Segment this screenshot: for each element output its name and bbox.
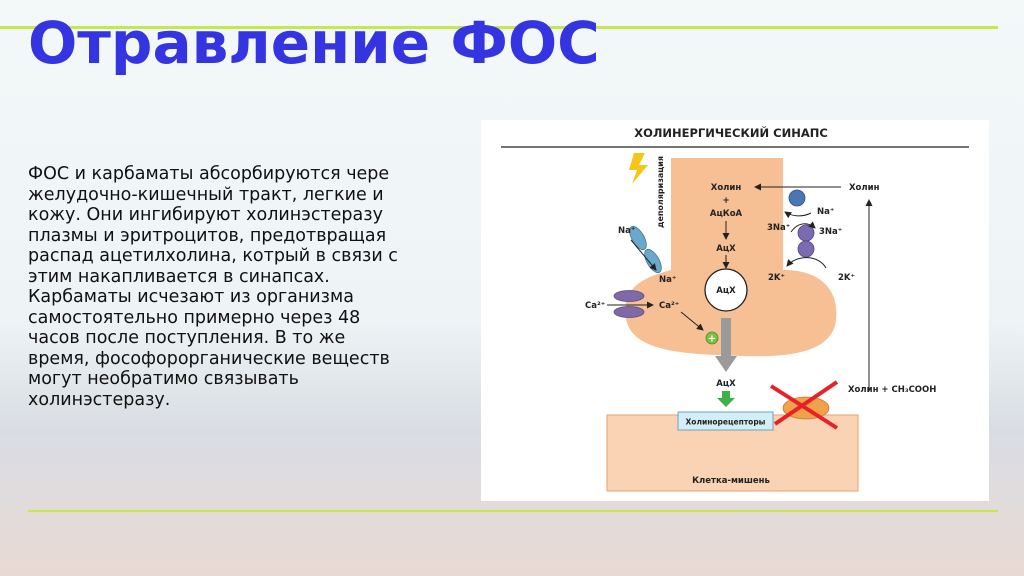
two-k-right-label: 2K⁺ xyxy=(838,273,855,283)
plus-label: + xyxy=(722,196,729,206)
block-cross-line-2 xyxy=(773,380,839,426)
block-cross-line-1 xyxy=(769,384,839,430)
ach-vesicle-label: АцХ xyxy=(716,286,736,296)
na-efflux-arrow xyxy=(790,221,816,233)
ca-to-release-arrow xyxy=(680,311,704,331)
na-channel-lower xyxy=(644,248,662,274)
hydrolysis-products-label: Холин + CH₃COOH xyxy=(848,385,936,395)
slide-body-text: ФОС и карбаматы абсорбируются чере желуд… xyxy=(28,164,398,410)
ca-channel-lower xyxy=(613,306,645,318)
slide-title: Отравление ФОС xyxy=(28,9,600,77)
ca-inside-label: Ca²⁺ xyxy=(659,301,679,311)
two-k-left-label: 2K⁺ xyxy=(768,273,785,283)
na-outside-label: Na⁺ xyxy=(618,226,635,236)
three-na-left-label: 3Na⁺ xyxy=(767,223,790,233)
na-channel-upper xyxy=(629,225,647,251)
depolarization-label: деполяризация xyxy=(656,156,665,228)
na-pump-label: Na⁺ xyxy=(817,207,834,217)
bottom-accent-line xyxy=(28,510,998,512)
na-cotransport-arrow xyxy=(784,211,812,219)
ca-outside-label: Ca²⁺ xyxy=(585,301,605,311)
na-inside-label: Na⁺ xyxy=(659,275,676,285)
diagram-title: ХОЛИНЕРГИЧЕСКИЙ СИНАПС xyxy=(634,125,828,140)
ach-synth-label: АцХ xyxy=(716,244,736,254)
presynaptic-terminal xyxy=(625,158,837,357)
acetyl-coa-label: АцКоА xyxy=(710,209,743,219)
cholinoreceptors-label: Холинорецепторы xyxy=(686,418,766,427)
choline-synth-label: Холин xyxy=(711,183,742,193)
top-accent-line xyxy=(0,26,998,29)
ach-cleft-label: АцХ xyxy=(716,379,736,389)
cholinoreceptors-box xyxy=(677,411,774,431)
ca-channel-upper xyxy=(613,290,645,302)
release-plus-icon xyxy=(705,331,719,345)
atpase-lower xyxy=(797,240,815,258)
synaptic-vesicle xyxy=(704,268,748,312)
lightning-icon xyxy=(629,153,648,184)
synapse-svg: ХОЛИНЕРГИЧЕСКИЙ СИНАПС деполяризация Na⁺… xyxy=(501,125,969,492)
na-influx-arrow xyxy=(630,239,657,271)
choline-transporter xyxy=(788,189,806,207)
release-plus-text: + xyxy=(708,334,716,345)
atpase-upper xyxy=(797,224,815,242)
target-cell-label: Клетка-мишень xyxy=(692,476,770,486)
choline-right-label: Холин xyxy=(849,183,880,193)
green-arrow-head xyxy=(717,398,735,407)
cholinergic-synapse-diagram: ХОЛИНЕРГИЧЕСКИЙ СИНАПС деполяризация Na⁺… xyxy=(481,120,989,501)
release-shaft xyxy=(721,318,731,356)
release-arrowhead xyxy=(715,356,737,372)
k-influx-arrow xyxy=(786,257,827,269)
three-na-right-label: 3Na⁺ xyxy=(819,227,842,237)
green-arrow-shaft xyxy=(722,391,730,398)
